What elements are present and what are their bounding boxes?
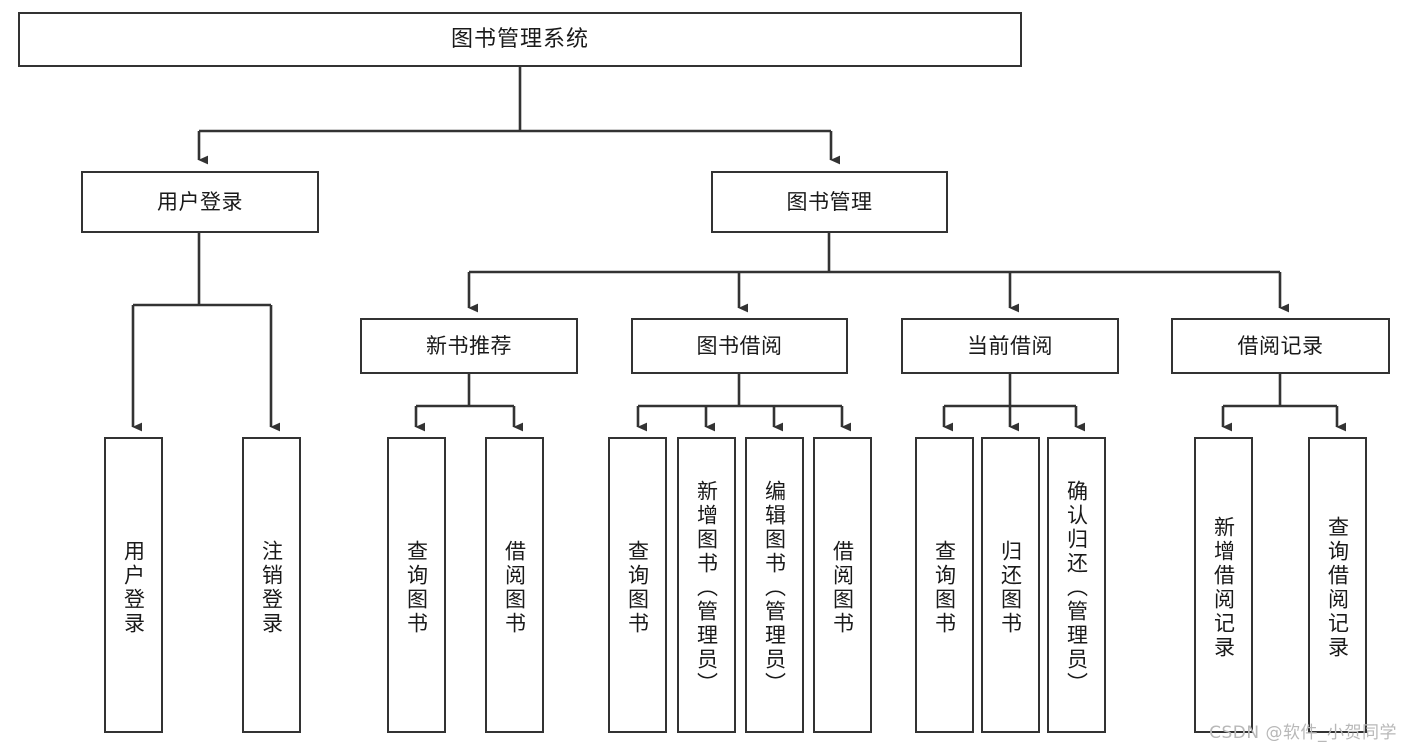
node-label: 查询借阅记录: [1325, 516, 1350, 660]
node-label: 用户登录: [157, 189, 243, 214]
node-label: 编辑图书（管理员）: [762, 480, 787, 696]
node-label: 借阅记录: [1237, 333, 1324, 358]
leaf-new-book-borrow-book[interactable]: 借阅图书: [485, 437, 544, 733]
leaf-book-borrow-borrow-book[interactable]: 借阅图书: [813, 437, 872, 733]
leaf-current-borrow-query-book[interactable]: 查询图书: [915, 437, 974, 733]
node-current-borrow[interactable]: 当前借阅: [901, 318, 1119, 374]
node-label: 借阅图书: [502, 540, 527, 636]
node-label: 用户登录: [121, 540, 146, 636]
leaf-current-borrow-confirm-return-admin[interactable]: 确认归还（管理员）: [1047, 437, 1106, 733]
node-root-book-management-system[interactable]: 图书管理系统: [18, 12, 1022, 67]
node-label: 图书借阅: [696, 333, 783, 358]
node-book-borrow[interactable]: 图书借阅: [631, 318, 848, 374]
leaf-current-borrow-return-book[interactable]: 归还图书: [981, 437, 1040, 733]
node-user-login[interactable]: 用户登录: [81, 171, 319, 233]
leaf-borrow-record-add-record[interactable]: 新增借阅记录: [1194, 437, 1253, 733]
node-label: 查询图书: [625, 540, 650, 636]
node-label: 新增借阅记录: [1211, 516, 1236, 660]
node-label: 归还图书: [998, 540, 1023, 636]
csdn-watermark: CSDN @软件_小贺同学: [1209, 723, 1397, 743]
leaf-book-borrow-query-book[interactable]: 查询图书: [608, 437, 667, 733]
leaf-user-login-logout[interactable]: 注销登录: [242, 437, 301, 733]
node-label: 确认归还（管理员）: [1064, 480, 1089, 696]
node-book-management[interactable]: 图书管理: [711, 171, 948, 233]
node-new-book-recommend[interactable]: 新书推荐: [360, 318, 578, 374]
node-label: 查询图书: [932, 540, 957, 636]
node-label: 图书管理: [786, 189, 873, 214]
leaf-user-login-login[interactable]: 用户登录: [104, 437, 163, 733]
node-label: 当前借阅: [967, 333, 1053, 358]
node-label: 注销登录: [259, 540, 284, 636]
leaf-book-borrow-add-book-admin[interactable]: 新增图书（管理员）: [677, 437, 736, 733]
leaf-book-borrow-edit-book-admin[interactable]: 编辑图书（管理员）: [745, 437, 804, 733]
node-label: 图书管理系统: [450, 26, 589, 52]
node-label: 新书推荐: [426, 333, 512, 358]
node-label: 借阅图书: [830, 540, 855, 636]
node-borrow-record[interactable]: 借阅记录: [1171, 318, 1390, 374]
node-label: 新增图书（管理员）: [694, 480, 719, 696]
node-label: 查询图书: [404, 540, 429, 636]
leaf-borrow-record-query-record[interactable]: 查询借阅记录: [1308, 437, 1367, 733]
leaf-new-book-query-book[interactable]: 查询图书: [387, 437, 446, 733]
